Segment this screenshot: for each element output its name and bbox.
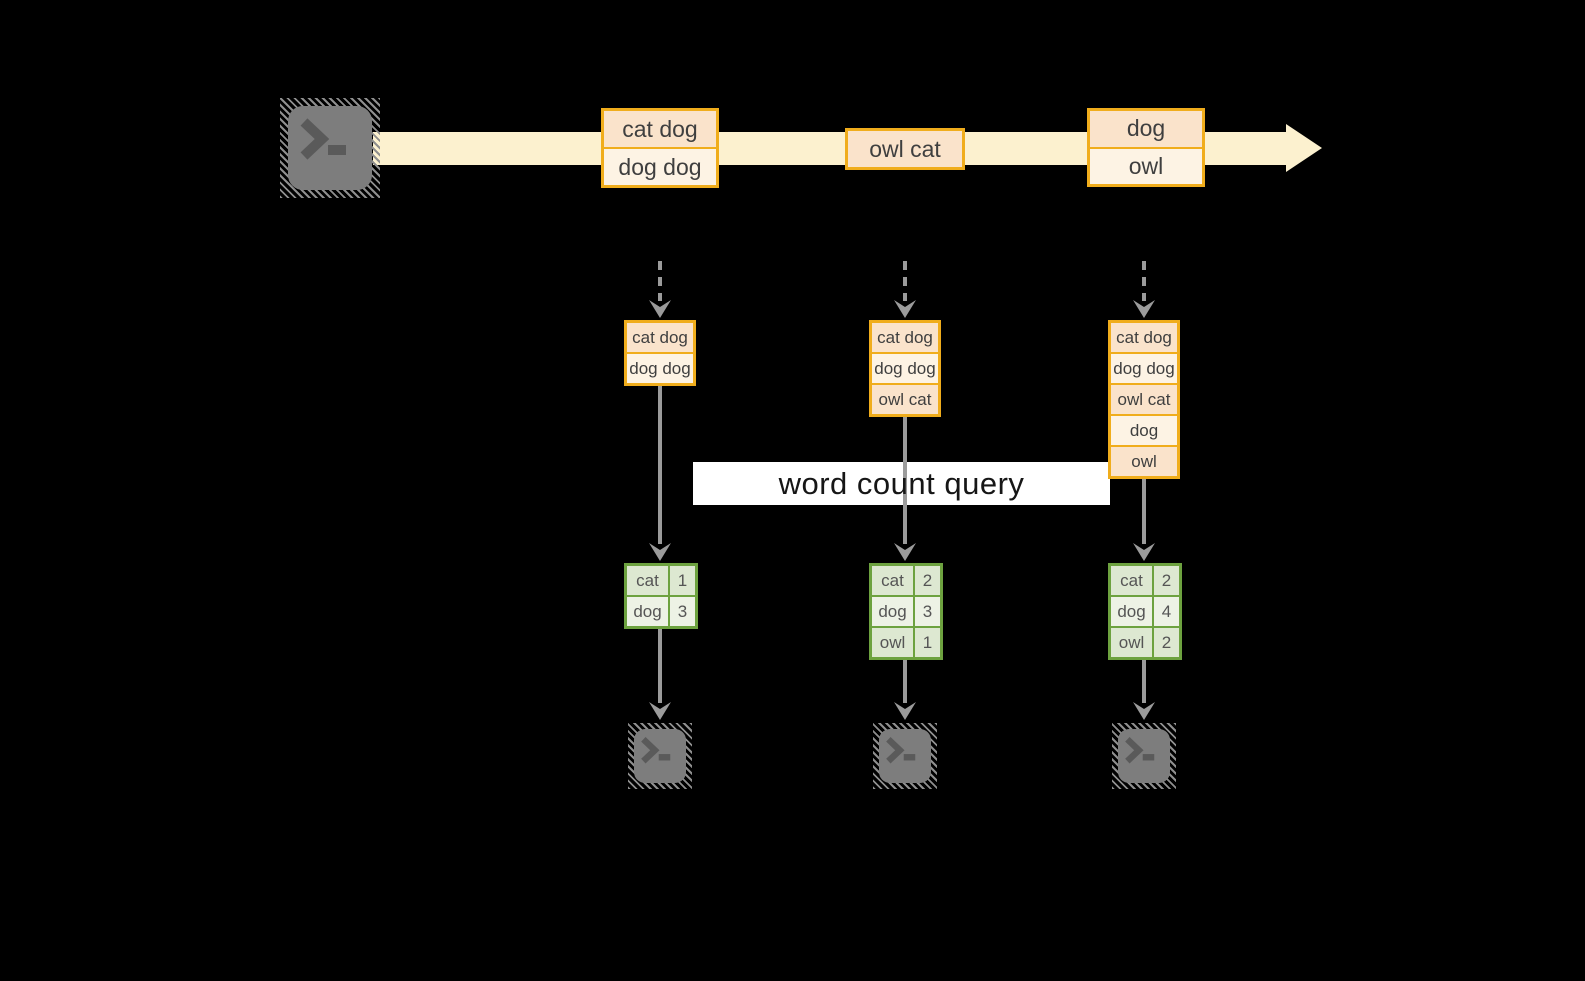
dashed-arrow-col1 (649, 261, 671, 318)
state-record: owl cat (872, 385, 938, 414)
state-box-col3: cat dog dog dog owl cat dog owl (1108, 320, 1180, 479)
count-value-cell: 2 (1154, 566, 1179, 595)
count-value-cell: 1 (915, 628, 940, 657)
stream-record: cat dog (604, 111, 716, 147)
count-value-cell: 1 (670, 566, 695, 595)
count-word-cell: dog (627, 597, 668, 626)
count-word-cell: dog (1111, 597, 1152, 626)
stream-record: dog (1090, 111, 1202, 147)
terminal-sink-icon (628, 723, 692, 789)
count-word-cell: cat (627, 566, 668, 595)
count-value-cell: 4 (1154, 597, 1179, 626)
count-table-col1: cat 1 dog 3 (624, 563, 698, 629)
state-record: cat dog (1111, 323, 1177, 352)
arrow-state-to-result-col3 (1133, 476, 1155, 561)
count-word-cell: owl (872, 628, 913, 657)
terminal-prompt-icon (1125, 737, 1155, 764)
count-table-col3: cat 2 dog 4 owl 2 (1108, 563, 1182, 660)
terminal-prompt-icon (641, 737, 671, 764)
stream-record: owl (1090, 148, 1202, 184)
count-value-cell: 3 (915, 597, 940, 626)
state-box-col1: cat dog dog dog (624, 320, 696, 386)
terminal-source-icon (280, 98, 380, 198)
input-stream-arrowhead-icon (1286, 124, 1322, 172)
count-word-cell: cat (1111, 566, 1152, 595)
count-value-cell: 2 (915, 566, 940, 595)
dashed-arrow-col2 (894, 261, 916, 318)
arrow-result-to-sink-col2 (894, 660, 916, 720)
count-value-cell: 3 (670, 597, 695, 626)
count-word-cell: owl (1111, 628, 1152, 657)
query-bar (693, 462, 1110, 505)
stream-record: owl cat (848, 131, 962, 167)
count-value-cell: 2 (1154, 628, 1179, 657)
state-record: cat dog (872, 323, 938, 352)
state-record: dog (1111, 416, 1177, 445)
state-record: owl (1111, 447, 1177, 476)
query-label: word count query (778, 465, 1025, 501)
stream-record: dog dog (604, 149, 716, 185)
terminal-sink-icon (873, 723, 937, 789)
stream-batch-2: owl cat (845, 128, 965, 170)
arrow-result-to-sink-col3 (1133, 660, 1155, 720)
state-record: cat dog (627, 323, 693, 352)
stream-batch-3: dog owl (1087, 108, 1205, 187)
state-record: dog dog (872, 354, 938, 383)
arrow-result-to-sink-col1 (649, 629, 671, 720)
count-word-cell: cat (872, 566, 913, 595)
arrow-state-to-result-col1 (649, 383, 671, 561)
terminal-prompt-icon (886, 737, 916, 764)
stream-batch-1: cat dog dog dog (601, 108, 719, 188)
state-record: dog dog (1111, 354, 1177, 383)
state-record: dog dog (627, 354, 693, 383)
count-table-col2: cat 2 dog 3 owl 1 (869, 563, 943, 660)
dashed-arrow-col3 (1133, 261, 1155, 318)
state-record: owl cat (1111, 385, 1177, 414)
terminal-prompt-icon (300, 118, 346, 160)
terminal-sink-icon (1112, 723, 1176, 789)
state-box-col2: cat dog dog dog owl cat (869, 320, 941, 417)
count-word-cell: dog (872, 597, 913, 626)
